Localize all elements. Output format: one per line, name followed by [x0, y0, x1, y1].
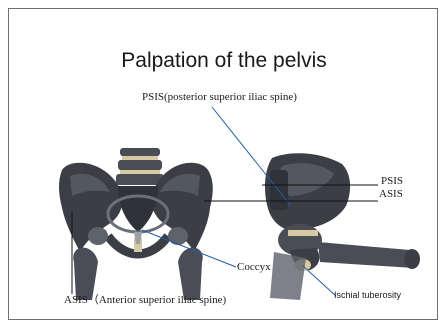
label-ischial-tuberosity: Ischial tuberosity	[334, 290, 401, 300]
label-coccyx: Coccyx	[237, 261, 271, 273]
front-pelvis-image	[59, 148, 213, 300]
label-asis-full: ASIS（Anterior superior iliac spine)	[64, 291, 226, 307]
label-psis: PSIS	[381, 175, 403, 187]
ischial-leader-line	[303, 266, 336, 296]
label-asis: ASIS	[379, 188, 403, 200]
label-psis-full: PSIS(posterior superior iliac spine)	[142, 91, 297, 103]
